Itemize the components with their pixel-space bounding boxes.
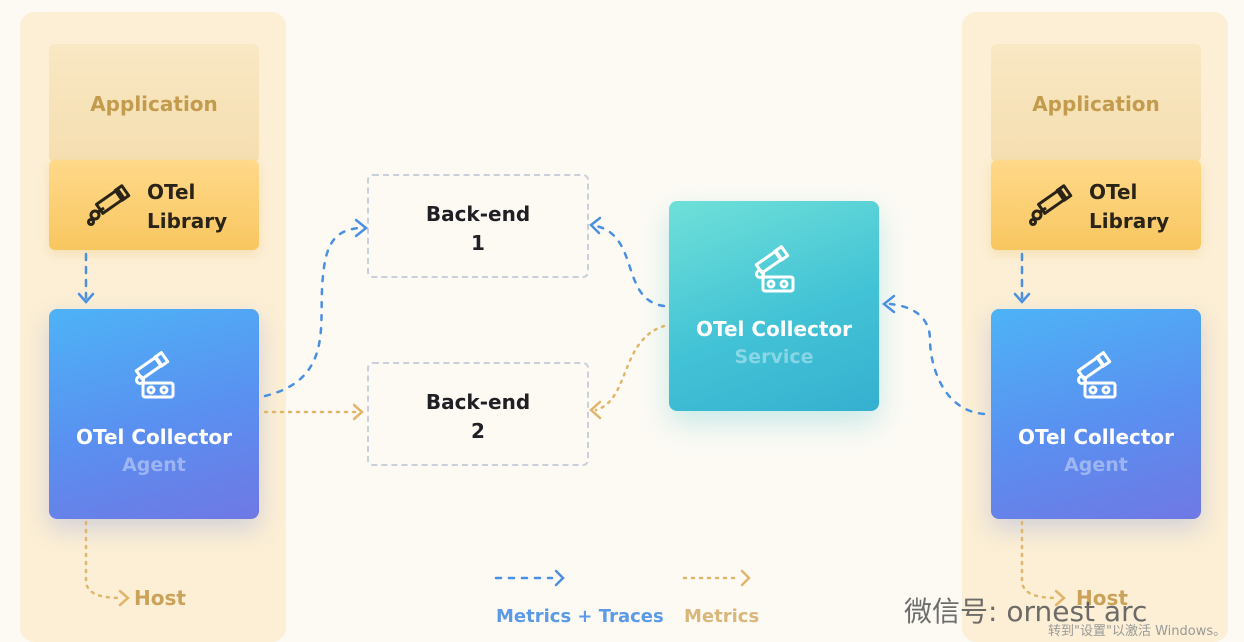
otel-library-label: OTel Library: [1089, 178, 1169, 236]
arrowhead: [354, 218, 369, 238]
telescope-icon: [85, 184, 131, 232]
agent-to-host-left-line: [84, 520, 124, 600]
arrowhead: [589, 216, 602, 235]
activation-watermark: 转到"设置"以激活 Windows。: [1048, 624, 1227, 639]
otel-collector-agent-right: OTel Collector Agent: [991, 309, 1201, 519]
arrowhead: [589, 400, 602, 420]
backend-1-box: Back-end 1: [367, 174, 589, 278]
watermark: 微信号: ornest arc: [904, 595, 1148, 628]
arrowhead: [1013, 292, 1031, 304]
application-box-left: Application: [49, 44, 259, 162]
arrowhead: [118, 589, 130, 607]
backend-2-box: Back-end 2: [367, 362, 589, 466]
arrowhead: [881, 294, 896, 314]
arrowhead: [352, 403, 364, 421]
legend-metrics-traces-label: Metrics + Traces: [496, 606, 664, 627]
arrowhead: [554, 569, 565, 587]
backend-name: Back-end: [425, 202, 531, 226]
host-label-right: Host: [1076, 586, 1128, 610]
otel-collector-service: OTel Collector Service: [669, 201, 879, 411]
application-label: Application: [1032, 92, 1160, 116]
backend-2-label: Back-end 2: [369, 388, 587, 446]
host-label-left: Host: [134, 586, 186, 610]
collector-icon: [751, 243, 797, 299]
collector-icon: [1073, 349, 1119, 405]
backend-number: 1: [471, 231, 485, 255]
otel-library-box-left: OTel Library: [49, 160, 259, 250]
agent-subtitle: Agent: [1064, 454, 1128, 476]
agent-subtitle: Agent: [122, 454, 186, 476]
arrowhead: [1054, 589, 1066, 607]
library-label-line1: OTel: [147, 180, 196, 204]
agent-to-backend1-line: [263, 226, 362, 398]
backend-name: Back-end: [425, 390, 531, 414]
library-label-line2: Library: [1089, 209, 1170, 233]
legend-metrics-label: Metrics: [684, 606, 760, 627]
agent-to-service-line: [888, 302, 986, 416]
library-label-line2: Library: [147, 209, 228, 233]
service-subtitle: Service: [734, 346, 814, 368]
service-to-backend2-line: [594, 324, 666, 412]
agent-title: OTel Collector: [75, 425, 233, 449]
service-to-backend1-line: [594, 224, 666, 308]
arrowhead: [740, 569, 751, 587]
agent-to-host-right-line: [1020, 520, 1060, 600]
library-label-line1: OTel: [1089, 180, 1138, 204]
otel-library-box-right: OTel Library: [991, 160, 1201, 250]
agent-title: OTel Collector: [1017, 425, 1175, 449]
otel-library-label: OTel Library: [147, 178, 227, 236]
arrowhead: [77, 292, 95, 304]
otel-collector-agent-left: OTel Collector Agent: [49, 309, 259, 519]
application-label: Application: [90, 92, 218, 116]
backend-1-label: Back-end 1: [369, 200, 587, 258]
service-title: OTel Collector: [695, 317, 853, 341]
telescope-icon: [1027, 184, 1073, 232]
collector-icon: [131, 349, 177, 405]
backend-number: 2: [471, 419, 485, 443]
application-box-right: Application: [991, 44, 1201, 162]
